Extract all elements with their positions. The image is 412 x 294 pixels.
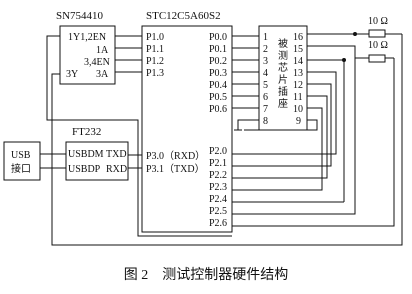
- socket-num: 12: [293, 80, 303, 91]
- mcu-pin-p26: P2.6: [209, 218, 227, 229]
- mcu-pin-p03: P0.3: [209, 68, 227, 79]
- junction-dot: [353, 32, 357, 36]
- wire-p25: [232, 46, 356, 215]
- socket-num: 8: [263, 116, 268, 127]
- wire-pin12-p21: [232, 83, 332, 167]
- wire-pin9: [244, 119, 318, 131]
- socket-label-char: 测: [278, 49, 288, 62]
- socket-num: 4: [263, 68, 268, 79]
- socket-label: 被 测 芯 片 插 座: [278, 37, 288, 110]
- socket-label-char: 座: [278, 97, 288, 110]
- socket-num: 14: [293, 56, 303, 67]
- ft232-title: FT232: [72, 126, 101, 138]
- resistor-2-label: 10 Ω: [368, 40, 388, 51]
- wire-pin15: [307, 45, 369, 59]
- sn754410-pin-1a: 1A: [96, 45, 109, 56]
- mcu-pin-p06: P0.6: [209, 104, 227, 115]
- mcu-pin-p04: P0.4: [209, 80, 227, 91]
- wire-pin8-ground: [237, 119, 259, 130]
- resistor-1: [368, 29, 386, 38]
- socket-num: 11: [293, 92, 303, 103]
- mcu-pin-p02: P0.2: [209, 56, 227, 67]
- wire-p26: [232, 58, 395, 227]
- socket-left-numbers: 1 2 3 4 5 6 7 8: [263, 32, 268, 127]
- mcu-pin-p00: P0.0: [209, 32, 227, 43]
- sn754410-pin-1y12en: 1Y1,2EN: [68, 32, 106, 43]
- mcu-title: STC12C5A60S2: [146, 10, 221, 22]
- mcu-pin-p20: P2.0: [209, 146, 227, 157]
- ft232-box: [65, 141, 129, 181]
- ft232-pin-usbdp: USBDP: [68, 164, 101, 175]
- sn754410-title: SN754410: [56, 10, 104, 22]
- mcu-pin-p10: P1.0: [146, 32, 164, 43]
- wire-pin11-p22: [232, 95, 328, 179]
- mcu-pin-p25: P2.5: [209, 206, 227, 217]
- mcu-pin-p24: P2.4: [209, 194, 227, 205]
- socket-num: 3: [263, 56, 268, 67]
- socket-num: 13: [293, 68, 303, 79]
- wire-1y-loop: [46, 35, 232, 237]
- socket-num: 10: [293, 104, 303, 115]
- mcu-pin-p11: P1.1: [146, 44, 164, 55]
- sn754410-pin-3y: 3Y: [66, 69, 78, 80]
- figure-caption: 图 2 测试控制器硬件结构: [124, 267, 289, 283]
- sn754410-box: [59, 25, 116, 85]
- mcu-pin-p21: P2.1: [209, 158, 227, 169]
- usb-box: [3, 141, 41, 181]
- resistor-2: [368, 54, 386, 63]
- wires: [40, 32, 403, 246]
- mcu-pin-p22: P2.2: [209, 170, 227, 181]
- socket-num: 16: [293, 32, 303, 43]
- sn754410-pin-3a: 3A: [96, 69, 109, 80]
- mcu-pin-p05: P0.5: [209, 92, 227, 103]
- wire-pin13-p20: [232, 71, 337, 155]
- mcu-pin-p13: P1.3: [146, 68, 164, 79]
- socket-box: [258, 25, 308, 131]
- mcu-pin-p31: P3.1（TXD）: [146, 163, 205, 175]
- ft232-pin-usbdm: USBDM: [68, 149, 104, 160]
- ft232-pin-txd: TXD: [106, 149, 127, 160]
- socket-num: 15: [293, 44, 303, 55]
- sn754410-pin-34en: 3,4EN: [84, 57, 110, 68]
- socket-label-char: 片: [278, 73, 288, 86]
- mcu-pin-p12: P1.2: [146, 56, 164, 67]
- socket-num: 1: [263, 32, 268, 43]
- resistor-1-label: 10 Ω: [368, 16, 388, 27]
- mcu-box: [141, 25, 233, 233]
- ft232-pin-rxd: RXD: [106, 164, 127, 175]
- wire-r1-3y: [51, 34, 403, 246]
- socket-num: 9: [296, 116, 301, 127]
- socket-label-char: 芯: [278, 61, 288, 74]
- socket-num: 2: [263, 44, 268, 55]
- mcu-pin-p23: P2.3: [209, 182, 227, 193]
- socket-num: 7: [263, 104, 268, 115]
- usb-label-line2: 接口: [11, 162, 31, 175]
- usb-label-line1: USB: [11, 150, 31, 161]
- mcu-pin-p30: P3.0（RXD）: [146, 150, 205, 162]
- socket-label-char: 插: [278, 85, 288, 98]
- mcu-pin-p01: P0.1: [209, 44, 227, 55]
- socket-label-char: 被: [278, 37, 288, 50]
- socket-num: 5: [263, 80, 268, 91]
- socket-num: 6: [263, 92, 268, 103]
- wire-pin10-p23: [232, 107, 323, 191]
- socket-right-numbers: 16 15 14 13 12 11 10 9: [293, 32, 303, 127]
